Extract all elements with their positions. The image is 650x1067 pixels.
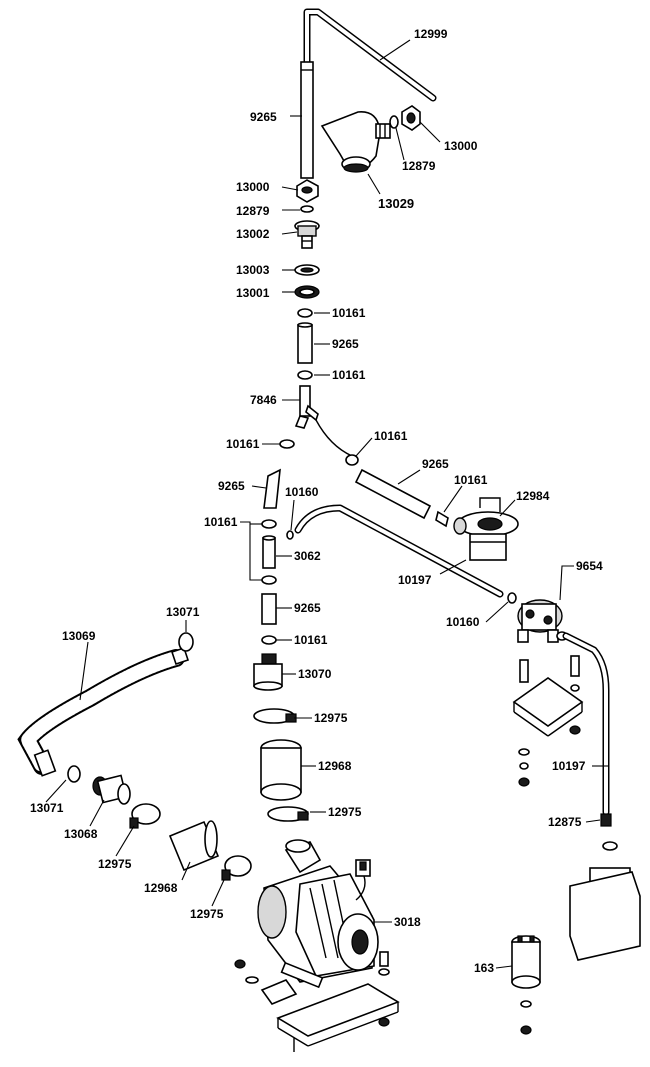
clamp-10161-a [297, 308, 313, 318]
label-13068: 13068 [64, 827, 98, 841]
label-12984: 12984 [516, 489, 550, 503]
washer-10160-a [286, 530, 294, 540]
label-12879-a: 12879 [402, 159, 436, 173]
label-3018: 3018 [394, 915, 421, 929]
label-13029: 13029 [378, 196, 414, 211]
label-10160-b: 10160 [446, 615, 480, 629]
fitting-13002 [294, 220, 320, 249]
pump-motor-3018 [257, 839, 379, 983]
sleeve-12968-b [168, 820, 220, 872]
elbow-13029 [320, 111, 391, 173]
label-12999: 12999 [414, 27, 448, 41]
clamp-12975-c [221, 855, 252, 881]
label-10161-e: 10161 [454, 473, 488, 487]
label-10161-b: 10161 [332, 368, 366, 382]
tube-10197-right [562, 632, 610, 816]
label-12975-d: 12975 [190, 907, 224, 921]
label-12879-b: 12879 [236, 204, 270, 218]
tube-9265-top [300, 61, 314, 179]
clamp-12975-a [253, 708, 297, 724]
label-12975-a: 12975 [314, 711, 348, 725]
label-9265-a: 9265 [250, 110, 277, 124]
label-13071-a: 13071 [166, 605, 200, 619]
label-9265-d: 9265 [422, 457, 449, 471]
label-12968-a: 12968 [318, 759, 352, 773]
label-9265-b: 9265 [332, 337, 359, 351]
pump-screws [234, 951, 390, 1052]
label-10161-d: 10161 [374, 429, 408, 443]
pump-base [260, 961, 400, 1047]
clamp-12975-d [267, 806, 309, 822]
label-13070: 13070 [298, 667, 332, 681]
fitting-13068 [92, 774, 131, 805]
bracket-9654 [512, 677, 584, 737]
capacitor-163 [511, 935, 541, 1035]
hose-9265-e [261, 593, 277, 625]
label-13002: 13002 [236, 227, 270, 241]
nut-13000 [296, 179, 319, 203]
tube-branch [315, 419, 353, 457]
hose-9265-d [354, 468, 432, 520]
clamp-10161-b [297, 370, 313, 380]
clamp-10161-g [261, 575, 277, 585]
clamp-10161-d [279, 439, 295, 449]
washer-10160-b [507, 592, 517, 604]
label-10161-c: 10161 [226, 437, 260, 451]
drain-12984 [453, 497, 519, 561]
label-10161-a: 10161 [332, 306, 366, 320]
label-3062: 3062 [294, 549, 321, 563]
valve-9654 [517, 599, 568, 643]
label-12975-b: 12975 [328, 805, 362, 819]
hose-9265-b [297, 322, 313, 364]
label-13001: 13001 [236, 286, 270, 300]
label-10197-b: 10197 [552, 759, 586, 773]
clamp-12975-b [129, 803, 161, 829]
clamp-10161-e [435, 510, 449, 528]
washer-13003 [294, 264, 320, 276]
nut-13000-top [401, 105, 421, 131]
label-12968-b: 12968 [144, 881, 178, 895]
clamp-10161-f [261, 519, 277, 529]
label-10161-f: 10161 [204, 515, 238, 529]
sleeve-12968-a [260, 739, 302, 801]
screw-right [569, 655, 581, 735]
label-12975-c: 12975 [98, 857, 132, 871]
label-10161-g: 10161 [294, 633, 328, 647]
screw-left [518, 659, 530, 787]
label-10197-a: 10197 [398, 573, 432, 587]
label-13000-a: 13000 [444, 139, 478, 153]
label-9265-e: 9265 [294, 601, 321, 615]
label-13071-b: 13071 [30, 801, 64, 815]
cap-12875 [600, 813, 612, 827]
adapter-13070 [253, 653, 283, 691]
leader-lines [45, 39, 608, 969]
tube-10197 [294, 504, 504, 598]
label-9265-c: 9265 [218, 479, 245, 493]
rinse-container [569, 841, 641, 961]
fitting-3062 [262, 535, 276, 569]
hose-13069 [17, 632, 194, 777]
label-7846: 7846 [250, 393, 277, 407]
label-13000-b: 13000 [236, 180, 270, 194]
y-connector-7846 [294, 385, 319, 429]
washer-12879-top [389, 115, 399, 129]
label-13003: 13003 [236, 263, 270, 277]
label-9654: 9654 [576, 559, 603, 573]
washer-13071-a [67, 765, 81, 783]
label-10160-a: 10160 [285, 485, 319, 499]
clamp-10161-h [261, 635, 277, 645]
label-163: 163 [474, 961, 494, 975]
part-labels: 12999 9265 13000 12879 13029 13000 12879… [30, 27, 603, 975]
tube-12999 [303, 8, 437, 102]
gasket-13001 [294, 285, 320, 299]
hose-9265-c [263, 468, 281, 509]
clamp-10161-c [345, 454, 359, 466]
washer-12879 [300, 205, 314, 213]
label-12875: 12875 [548, 815, 582, 829]
label-13069: 13069 [62, 629, 96, 643]
